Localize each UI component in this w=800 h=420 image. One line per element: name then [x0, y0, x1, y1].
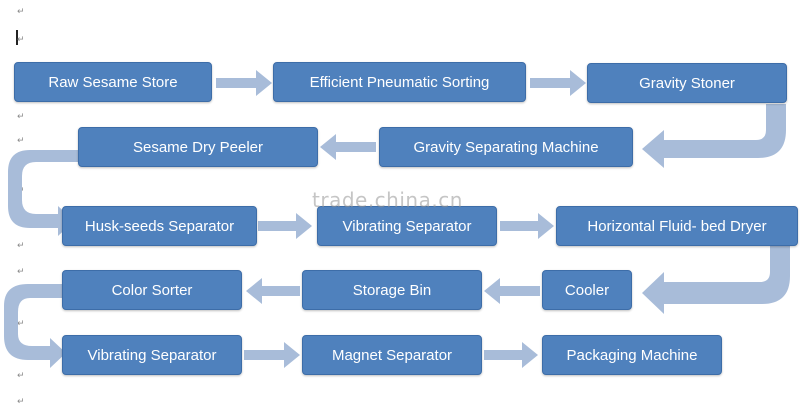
step-efficient-pneumatic-sorting: Efficient Pneumatic Sorting	[273, 62, 526, 102]
paragraph-mark: ↵	[17, 112, 25, 122]
paragraph-mark: ↵	[17, 371, 25, 381]
arrow-right	[244, 342, 300, 368]
paragraph-mark: ↵	[17, 136, 25, 146]
step-horizontal-fluid-bed-dryer: Horizontal Fluid- bed Dryer	[556, 206, 798, 246]
arrow-right	[500, 213, 554, 239]
arrow-turn	[4, 284, 66, 368]
arrow-turn	[8, 150, 78, 236]
paragraph-mark: ↵	[17, 241, 25, 251]
step-vibrating-separator-1: Vibrating Separator	[317, 206, 497, 246]
step-gravity-separating-machine: Gravity Separating Machine	[379, 127, 633, 167]
step-husk-seeds-separator: Husk-seeds Separator	[62, 206, 257, 246]
step-vibrating-separator-2: Vibrating Separator	[62, 335, 242, 375]
arrow-right	[258, 213, 312, 239]
paragraph-mark: ↵	[17, 35, 25, 45]
arrow-right	[484, 342, 538, 368]
step-cooler: Cooler	[542, 270, 632, 310]
text-cursor	[16, 30, 18, 45]
step-magnet-separator: Magnet Separator	[302, 335, 482, 375]
watermark: trade.china.cn	[312, 188, 463, 212]
step-sesame-dry-peeler: Sesame Dry Peeler	[78, 127, 318, 167]
arrow-right	[216, 70, 272, 96]
paragraph-mark: ↵	[17, 7, 25, 17]
arrow-left	[246, 278, 300, 304]
paragraph-mark: ↵	[17, 397, 25, 407]
step-raw-sesame-store: Raw Sesame Store	[14, 62, 212, 102]
arrow-right	[530, 70, 586, 96]
arrow-turn	[642, 104, 786, 168]
paragraph-mark: ↵	[17, 267, 25, 277]
arrow-left	[320, 134, 376, 160]
arrow-left	[484, 278, 540, 304]
step-gravity-stoner: Gravity Stoner	[587, 63, 787, 103]
step-storage-bin: Storage Bin	[302, 270, 482, 310]
arrow-turn	[642, 246, 790, 314]
step-packaging-machine: Packaging Machine	[542, 335, 722, 375]
step-color-sorter: Color Sorter	[62, 270, 242, 310]
paragraph-mark: ↵	[17, 319, 25, 329]
